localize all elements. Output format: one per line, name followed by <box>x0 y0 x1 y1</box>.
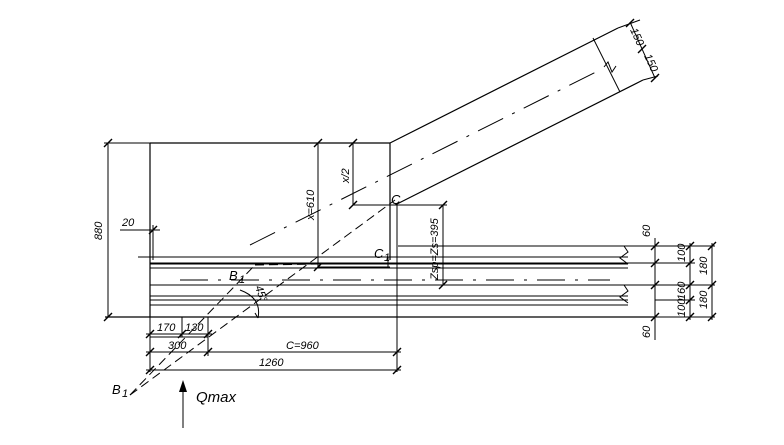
dim-60-top-label: 60 <box>641 224 653 237</box>
arrow-up-icon <box>179 380 187 392</box>
dim-x2-label: x/2 <box>340 168 352 184</box>
point-c-label: C <box>391 192 401 207</box>
dim-20: 20 <box>120 217 160 260</box>
dim-880-label: 880 <box>93 221 105 240</box>
dim-60-bottom-label: 60 <box>641 325 653 338</box>
load-qmax: Qmax <box>179 380 237 428</box>
point-b1: B 1 <box>112 382 128 400</box>
dim-300-label: 300 <box>168 340 187 352</box>
dim-130-label: 130 <box>185 322 204 334</box>
dim-1260-label: 1260 <box>259 357 284 369</box>
right-dimensions: 60 60 100 160 100 180 180 <box>641 224 717 340</box>
dim-880: 880 <box>93 138 150 322</box>
dim-x2: x/2 <box>340 138 358 210</box>
axis-lines <box>180 69 610 281</box>
load-qmax-label: Qmax <box>196 389 237 406</box>
point-b-label: B <box>229 268 238 283</box>
inner-lines <box>317 143 447 268</box>
point-c1-subscript: 1 <box>384 252 390 264</box>
dim-150-a-label: 150 <box>627 26 646 49</box>
dim-100-b-label: 100 <box>676 298 688 317</box>
dim-150-b-label: 150 <box>641 52 660 75</box>
compression-strut <box>129 199 396 396</box>
dim-180-b-label: 180 <box>698 290 710 309</box>
bottom-dimensions: 170 130 300 C=960 1260 <box>145 322 402 375</box>
point-b1-label: B <box>112 382 121 397</box>
point-b1-subscript: 1 <box>122 388 128 400</box>
point-b-subscript: 1 <box>239 274 245 286</box>
dim-20-label: 20 <box>121 217 135 229</box>
dim-zsp: Zsp=Zs=395 <box>390 200 448 290</box>
point-b: B 1 45° <box>229 268 269 319</box>
dim-170-label: 170 <box>157 322 176 334</box>
inclined-dimensions: 150 150 <box>592 18 660 93</box>
dim-x610-label: x=610 <box>305 189 317 221</box>
dim-x610: x=610 <box>305 138 323 272</box>
dim-zsp-label: Zsp=Zs=395 <box>429 217 441 281</box>
beam-outline <box>105 27 655 372</box>
dim-180-a-label: 180 <box>698 256 710 275</box>
angle-45-label: 45° <box>252 284 269 304</box>
point-c1-label: C <box>374 246 384 261</box>
dim-160-label: 160 <box>676 281 688 300</box>
dim-100-a-label: 100 <box>676 243 688 262</box>
dim-c960-label: C=960 <box>286 340 320 352</box>
